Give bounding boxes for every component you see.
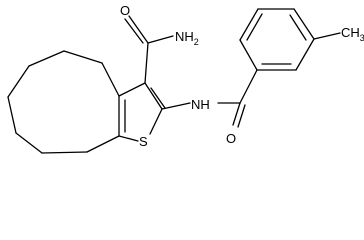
amide-nitrogen-label: NH2 — [175, 29, 199, 47]
bond — [124, 18, 144, 44]
bond — [239, 8, 259, 41]
bond — [239, 69, 258, 104]
benzamide-linkage — [161, 69, 258, 128]
bond — [86, 135, 120, 153]
bond — [118, 135, 139, 142]
bond — [7, 96, 17, 134]
thiophene-ring — [118, 82, 166, 142]
bond — [293, 8, 315, 40]
bond — [313, 32, 341, 40]
bond — [147, 35, 174, 44]
methyl-substituent — [313, 32, 341, 40]
bond — [161, 102, 191, 110]
carbonyl-oxygen-top-label: O — [120, 3, 130, 18]
bond — [149, 108, 163, 135]
methyl-text: CH — [341, 25, 360, 40]
bond — [101, 62, 120, 97]
amide-nitrogen-text: NH — [175, 29, 194, 44]
bond — [28, 50, 65, 67]
bond — [63, 50, 103, 64]
cyclooctane-ring — [7, 50, 120, 154]
carboxamide-group — [124, 15, 174, 84]
carbonyl-oxygen-bottom-label: O — [226, 131, 236, 146]
bond — [41, 151, 88, 154]
bond — [150, 87, 166, 109]
chemical-structure: O NH2 S NH O CH3 — [7, 3, 364, 154]
bond — [289, 14, 307, 41]
bond — [237, 104, 246, 128]
bond — [144, 82, 163, 110]
bond — [15, 132, 43, 154]
bond — [144, 42, 149, 84]
amide-nitrogen-subscript: 2 — [194, 37, 199, 47]
methyl-subscript: 3 — [360, 33, 364, 43]
ring-sulfur-label: S — [139, 134, 148, 149]
bond — [295, 38, 315, 71]
bond — [118, 82, 146, 97]
bond — [239, 39, 258, 71]
benzene-ring — [239, 8, 315, 71]
bond — [232, 102, 241, 126]
methyl-label: CH3 — [341, 25, 364, 43]
bond — [246, 13, 263, 41]
amide-nh-label: NH — [191, 97, 210, 112]
bond — [7, 65, 30, 98]
bond — [128, 15, 149, 44]
